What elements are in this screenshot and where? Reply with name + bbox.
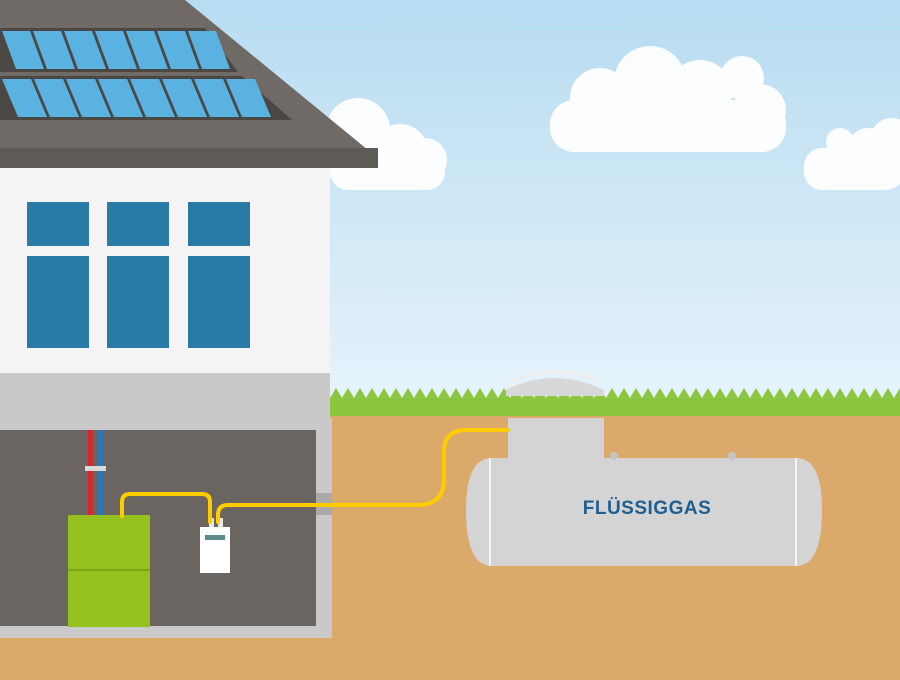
- gas-meter: [200, 518, 230, 573]
- basement-room: [0, 430, 316, 626]
- lpg-tank: FLÜSSIGGAS: [466, 418, 822, 566]
- solar-cell: [162, 79, 207, 117]
- house-windows: [27, 202, 250, 348]
- solar-cell: [33, 31, 75, 69]
- cold-water-pipe: [98, 430, 103, 516]
- window-pane: [27, 256, 89, 348]
- solar-cell: [64, 31, 106, 69]
- solar-cell: [95, 31, 137, 69]
- meter-connector: [218, 518, 223, 528]
- roof-eave: [0, 148, 378, 168]
- solar-cell: [188, 31, 230, 69]
- solar-cell: [2, 79, 47, 117]
- tank-dome-cover: [506, 370, 604, 396]
- window-pane: [27, 202, 89, 246]
- gas-pipe-meter-to-heater: [120, 492, 212, 524]
- solar-cells: [2, 31, 271, 117]
- gas-meter-display: [205, 535, 225, 540]
- cloud-center: [550, 46, 786, 152]
- tank-label: FLÜSSIGGAS: [583, 498, 712, 519]
- solar-panels: [0, 28, 292, 120]
- tank-body: [466, 458, 822, 566]
- solar-cell: [157, 31, 199, 69]
- tank-dome-shaft: [508, 418, 604, 462]
- window-pane: [107, 202, 169, 246]
- window-pane: [107, 256, 169, 348]
- house-plinth: [0, 372, 330, 420]
- tank-lug: [610, 452, 618, 460]
- solar-cell: [98, 79, 143, 117]
- tank-lug: [728, 452, 736, 460]
- gas-pipeline: [120, 428, 510, 524]
- solar-cell: [194, 79, 239, 117]
- solar-cell: [66, 79, 111, 117]
- window-pane: [188, 256, 250, 348]
- solar-cell: [226, 79, 271, 117]
- grass-strip: [330, 388, 900, 416]
- solar-cell: [126, 31, 168, 69]
- hot-water-pipe: [88, 430, 93, 516]
- pipe-clamp: [85, 466, 106, 471]
- gas-heater: [68, 515, 150, 627]
- gas-pipe-tank-to-house: [216, 428, 510, 524]
- solar-cell: [2, 31, 44, 69]
- solar-cell: [34, 79, 79, 117]
- gas-heater-seam: [68, 569, 150, 571]
- solar-cell: [130, 79, 175, 117]
- gas-meter-body: [200, 527, 230, 573]
- cloud-right: [804, 118, 900, 190]
- window-pane: [188, 202, 250, 246]
